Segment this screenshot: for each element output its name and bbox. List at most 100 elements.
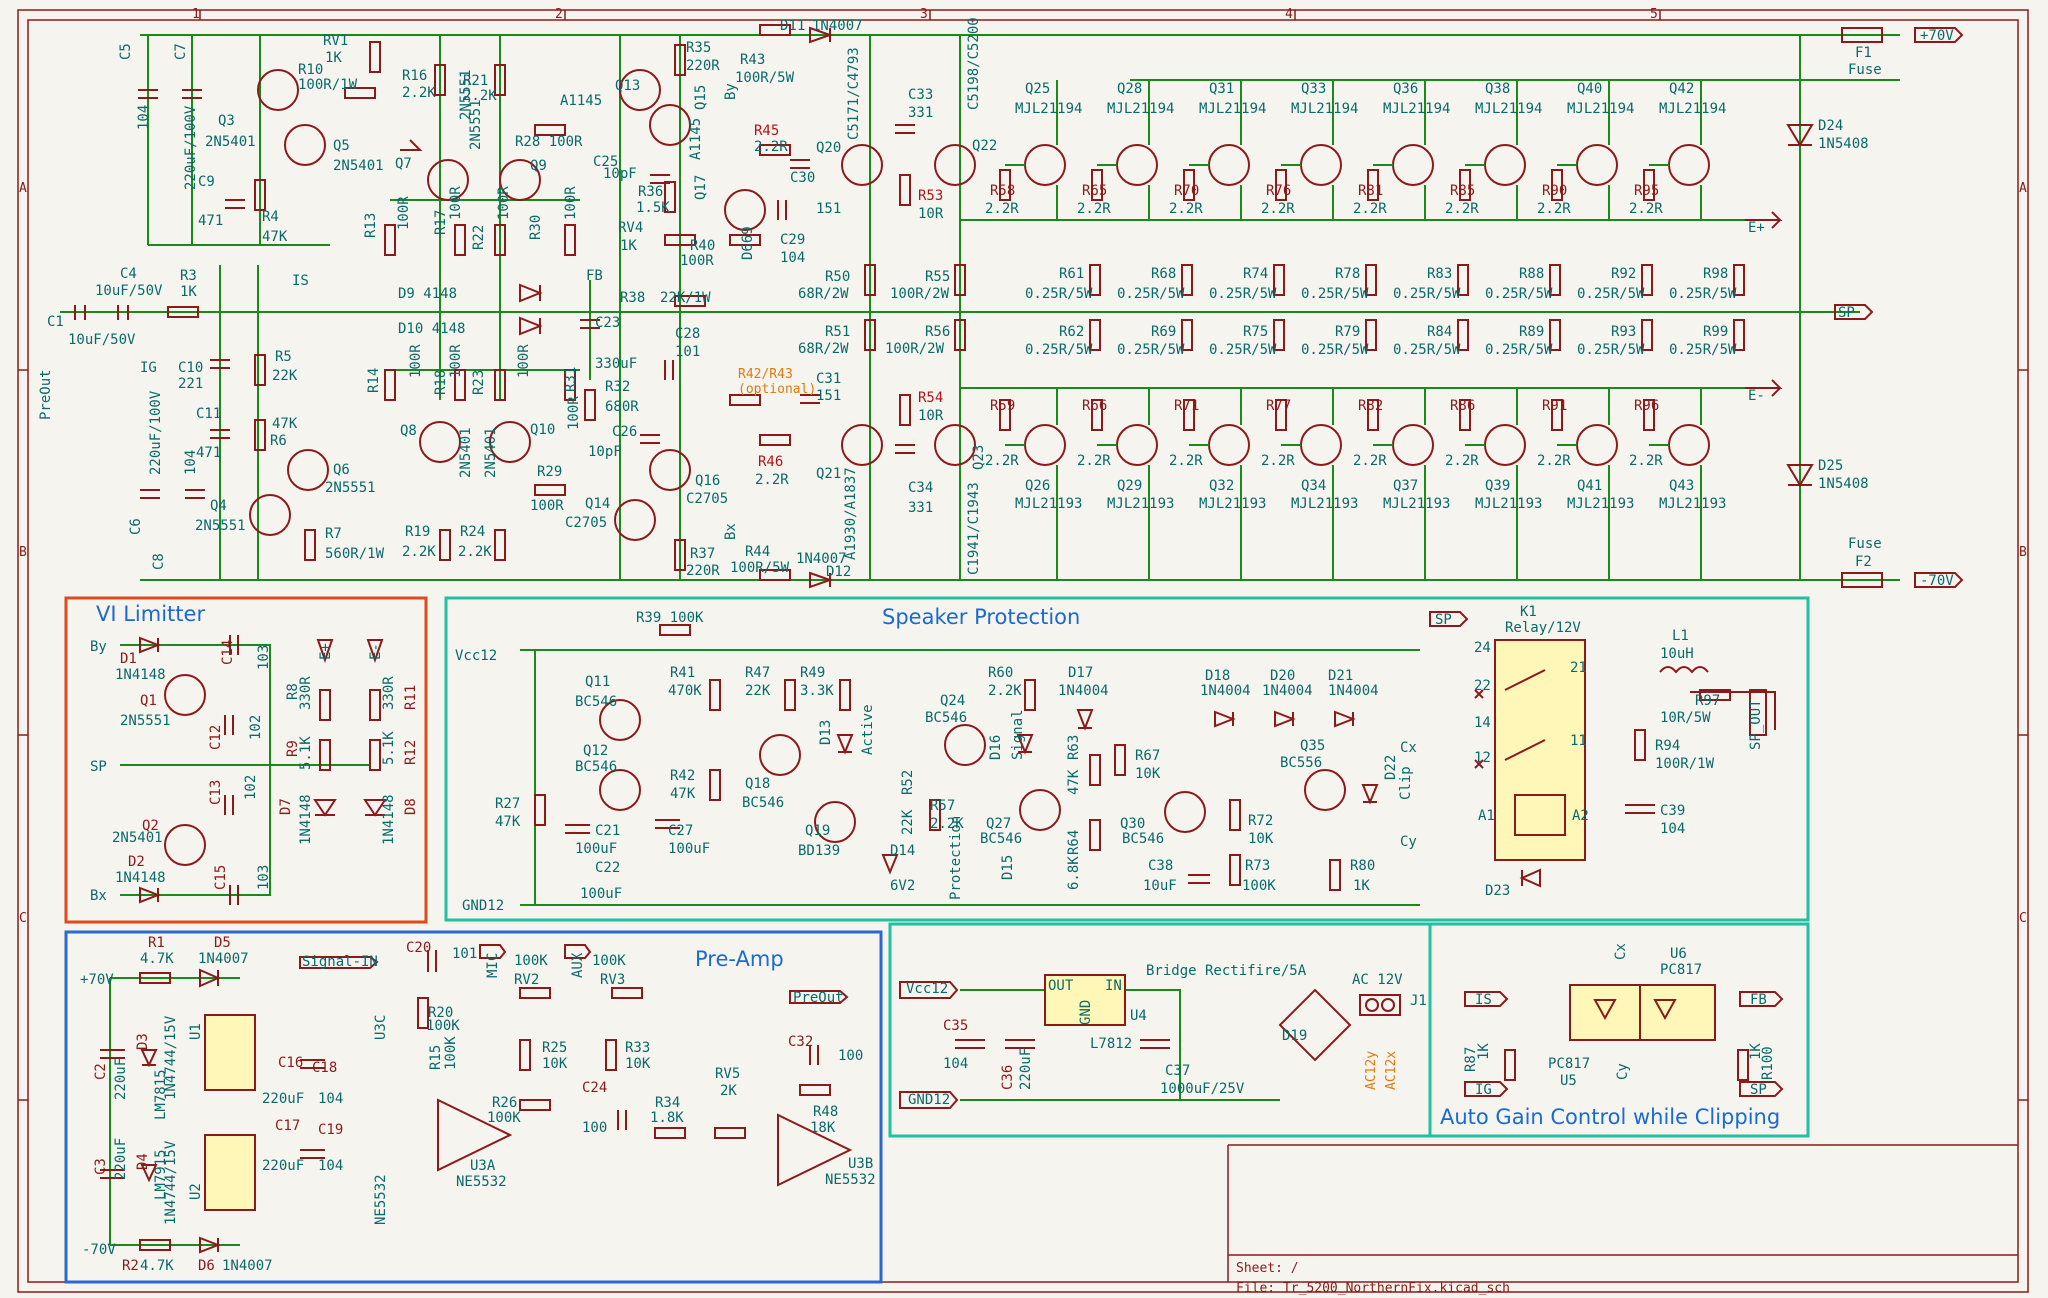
label-r21: R21 bbox=[463, 73, 488, 89]
label-q4v: 2N5551 bbox=[195, 518, 246, 534]
label-q35v: BC556 bbox=[1280, 755, 1322, 771]
label-ag_sp: SP bbox=[1750, 1082, 1767, 1098]
label-pa_c19: C19 bbox=[318, 1122, 343, 1138]
label-vi_r11v: 330R bbox=[381, 676, 397, 710]
label-q22: Q22 bbox=[972, 138, 997, 154]
label-c28: C28 bbox=[675, 326, 700, 342]
label-vi_d8v: 1N4148 bbox=[381, 794, 397, 845]
d25-value: 1N5408 bbox=[1818, 476, 1869, 492]
label-q14: Q14 bbox=[585, 496, 610, 512]
label-k1: K1 bbox=[1520, 604, 1537, 620]
transistor-value: MJL21194 bbox=[1199, 101, 1266, 117]
emitter-resistor-ref: R79 bbox=[1335, 324, 1360, 340]
transistor-value: MJL21193 bbox=[1567, 496, 1634, 512]
power-rails bbox=[60, 34, 1900, 581]
label-r24v: 2.2K bbox=[458, 544, 492, 560]
base-resistor-ref: R65 bbox=[1082, 183, 1107, 199]
base-resistor bbox=[1459, 169, 1471, 201]
label-c1v: 10uF/50V bbox=[68, 332, 136, 348]
label-r31: R31 bbox=[563, 367, 579, 392]
label-pa_c3: C3 bbox=[93, 1158, 109, 1175]
label-pa_d4v: 1N4744/15V bbox=[163, 1140, 179, 1225]
base-resistor-ref: R82 bbox=[1358, 398, 1383, 414]
output-transistor-npn bbox=[1392, 144, 1434, 186]
label-c31v: 151 bbox=[816, 388, 841, 404]
label-c27v: 100uF bbox=[668, 841, 710, 857]
label-c22v: 100uF bbox=[580, 886, 622, 902]
label-q30v: BC546 bbox=[1122, 831, 1164, 847]
row-label: B bbox=[2019, 545, 2027, 560]
label-q4: Q4 bbox=[210, 498, 227, 514]
emitter-resistor-ref: R98 bbox=[1703, 266, 1728, 282]
label-d23: D23 bbox=[1485, 883, 1510, 899]
label-pa_rv2v: 100K bbox=[514, 953, 548, 969]
label-r45: R45 bbox=[754, 123, 779, 139]
label-pa_sigin: Signal-IN bbox=[302, 954, 378, 970]
agc-circuit bbox=[1464, 984, 1784, 1097]
label-pa_u3av: NE5532 bbox=[456, 1174, 507, 1190]
label-vi_d8: D8 bbox=[403, 798, 419, 815]
label-pa_r15: R15 bbox=[428, 1045, 444, 1070]
label-r67: R67 bbox=[1135, 748, 1160, 764]
transistor-ref: Q25 bbox=[1025, 81, 1050, 97]
label-q6: Q6 bbox=[333, 462, 350, 478]
label-r43: R43 bbox=[740, 52, 765, 68]
label-ag_ig: IG bbox=[1475, 1082, 1492, 1098]
emitter-resistor-ref: R69 bbox=[1151, 324, 1176, 340]
label-c33: C33 bbox=[908, 87, 933, 103]
label-q17v: D669 bbox=[740, 226, 756, 260]
f2-value: Fuse bbox=[1848, 536, 1882, 552]
label-q15: Q15 bbox=[693, 85, 709, 110]
label-r18: R18 bbox=[433, 370, 449, 395]
label-c34v: 331 bbox=[908, 500, 933, 516]
label-r16v: 2.2K bbox=[402, 85, 436, 101]
label-r50v: 68R/2W bbox=[798, 286, 849, 302]
label-r53: R53 bbox=[918, 188, 943, 204]
emitter-resistor-value: 0.25R/5W bbox=[1485, 286, 1553, 302]
transistor-ref: Q32 bbox=[1209, 478, 1234, 494]
col-label: 1 bbox=[192, 7, 200, 22]
col-label: 5 bbox=[1650, 7, 1658, 22]
label-c10: C10 bbox=[178, 360, 203, 376]
label-r6v: 47K bbox=[272, 416, 298, 432]
label-d14: D14 bbox=[890, 843, 915, 859]
label-q30: Q30 bbox=[1120, 816, 1145, 832]
label-pa_d3: D3 bbox=[135, 1033, 151, 1050]
label-d15v: Protection bbox=[948, 816, 964, 900]
label-q20v: C5171/C4793 bbox=[846, 47, 862, 140]
label-q23v: C1941/C1943 bbox=[966, 482, 982, 575]
label-pa_mic: MIC bbox=[485, 953, 501, 978]
label-q24: Q24 bbox=[940, 693, 965, 709]
psu-title: Bridge Rectifire/5A bbox=[1146, 963, 1307, 979]
label-d11: D11 bbox=[780, 18, 805, 34]
label-vi_q1: Q1 bbox=[140, 693, 157, 709]
label-c39v: 104 bbox=[1660, 821, 1685, 837]
label-r24: R24 bbox=[460, 524, 485, 540]
output-transistor-pnp bbox=[1484, 424, 1526, 466]
label-r17v: 100R bbox=[448, 186, 464, 220]
base-resistor-ref: R58 bbox=[990, 183, 1015, 199]
label-r64v: 6.8K bbox=[1066, 856, 1082, 890]
col-label: 4 bbox=[1285, 7, 1293, 22]
label-c38v: 10uF bbox=[1143, 878, 1177, 894]
label-d18v: 1N4004 bbox=[1200, 683, 1251, 699]
emitter-resistor-ref: R99 bbox=[1703, 324, 1728, 340]
label-vi_r9: R9 bbox=[285, 740, 301, 757]
label-ps_j1: J1 bbox=[1410, 993, 1427, 1009]
label-d18: D18 bbox=[1205, 668, 1230, 684]
label-c1: C1 bbox=[47, 314, 64, 330]
base-resistor-ref: R85 bbox=[1450, 183, 1475, 199]
rail-fuses bbox=[1745, 27, 1964, 588]
row-label: A bbox=[19, 181, 27, 196]
output-wire bbox=[1189, 80, 1242, 220]
emitter-resistor bbox=[1549, 264, 1561, 296]
base-resistor bbox=[1275, 169, 1287, 201]
label-l1: L1 bbox=[1672, 628, 1689, 644]
label-d22v: Clip bbox=[1398, 766, 1414, 800]
label-d17: D17 bbox=[1068, 665, 1093, 681]
label-pa_r1v: 4.7K bbox=[140, 951, 174, 967]
label-q13: Q13 bbox=[615, 78, 640, 94]
label-ps_ac12x: AC12x bbox=[1384, 1051, 1399, 1090]
